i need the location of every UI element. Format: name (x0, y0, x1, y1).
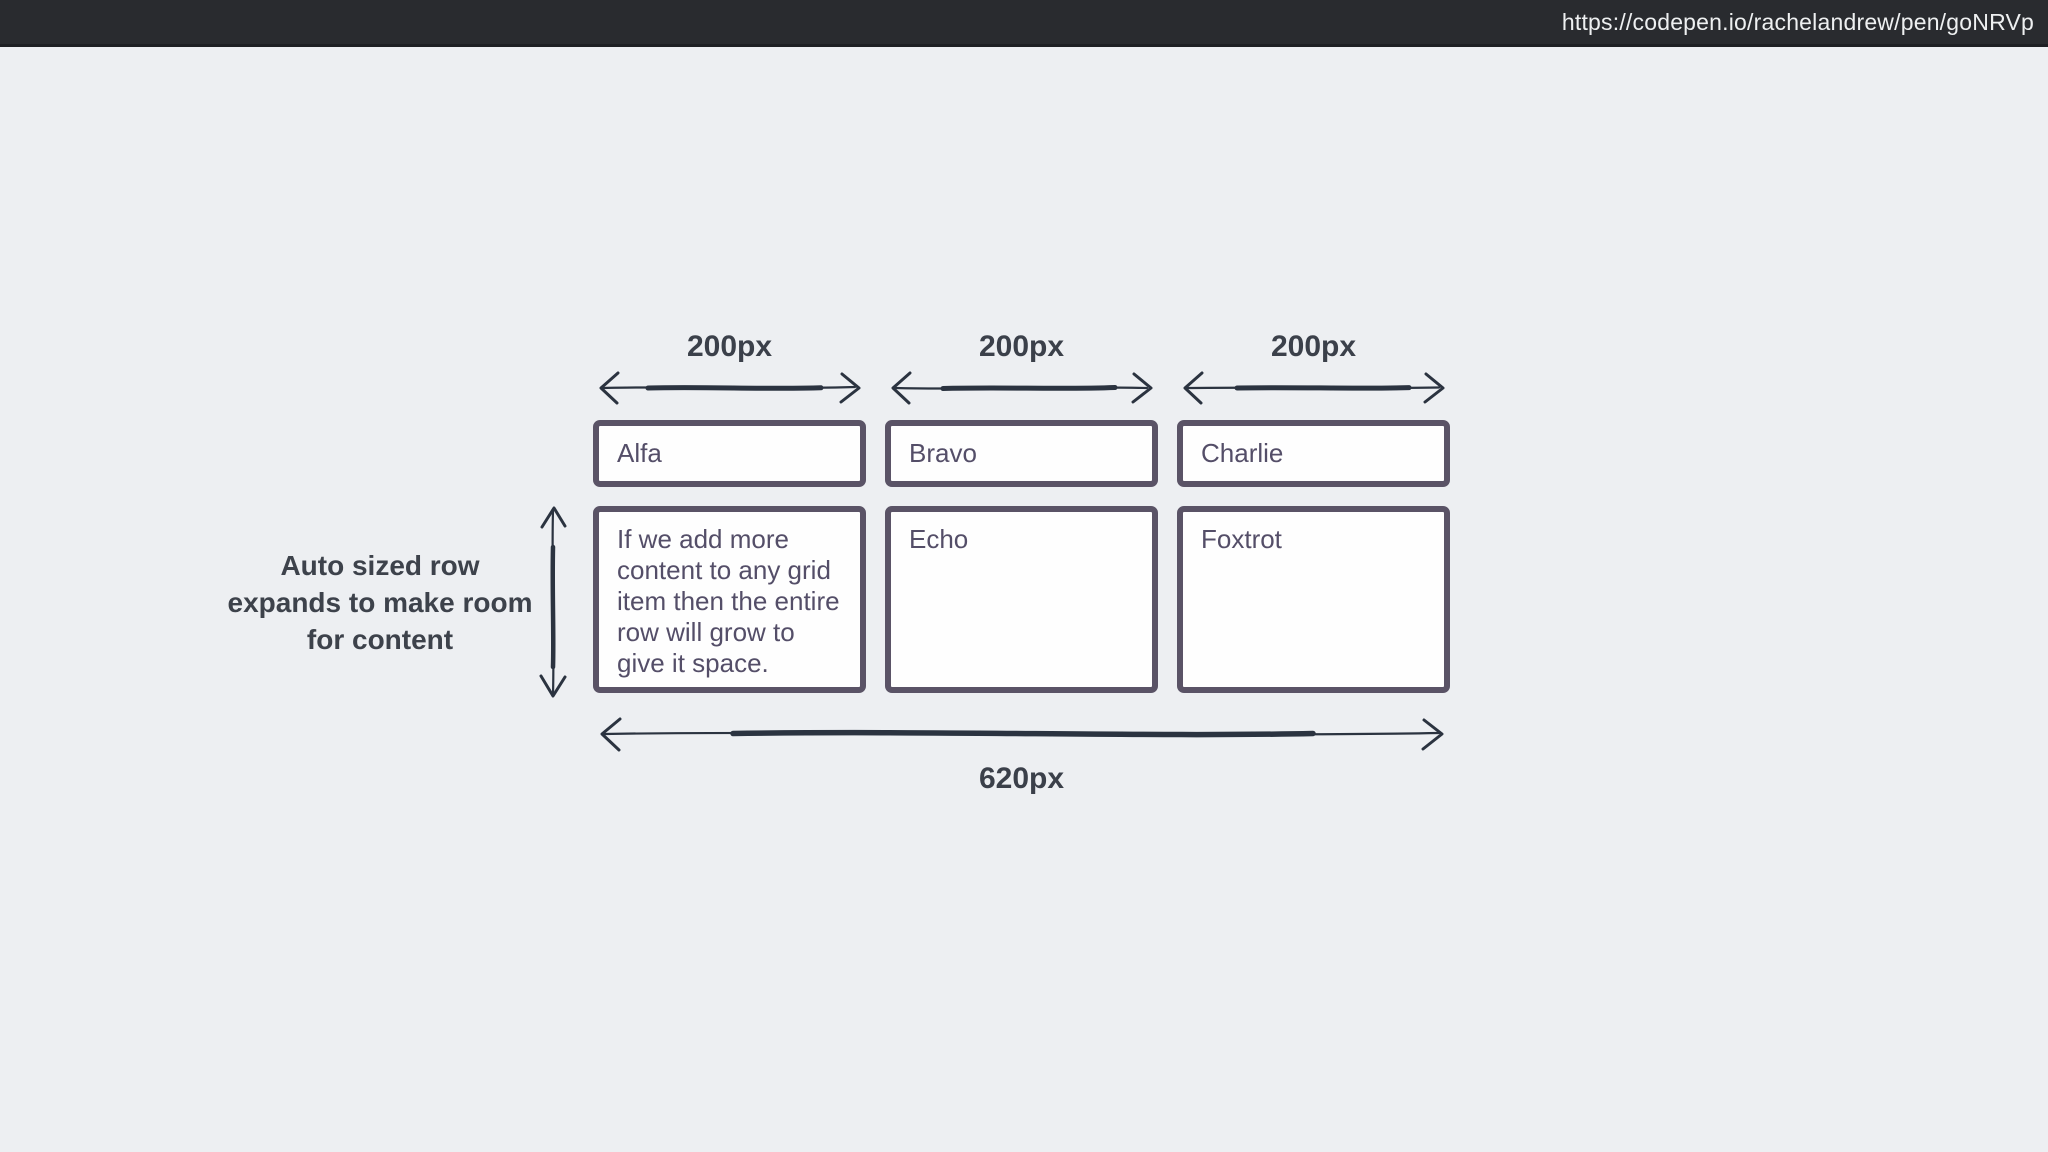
column1-width-label: 200px (686, 330, 773, 363)
column2-width-label: 200px (978, 330, 1065, 363)
column3-width-label: 200px (1270, 330, 1357, 363)
grid-item-alfa: Alfa (593, 420, 866, 487)
total-width-label: 620px (978, 762, 1065, 795)
grid-item-bravo: Bravo (885, 420, 1158, 487)
page-url: https://codepen.io/rachelandrew/pen/goNR… (1561, 8, 2034, 35)
column3-width-arrow-icon (1183, 371, 1445, 405)
total-width-arrow-icon (600, 717, 1444, 752)
column1-width-arrow-icon (599, 371, 861, 405)
grid-item-foxtrot: Foxtrot (1177, 506, 1450, 693)
column2-width-arrow-icon (891, 371, 1153, 405)
grid-item-long-content: If we add more content to any grid item … (593, 506, 866, 693)
grid-item-charlie: Charlie (1177, 420, 1450, 487)
row-height-arrow-icon (539, 506, 567, 698)
grid-item-echo: Echo (885, 506, 1158, 693)
auto-row-annotation: Auto sized row expands to make room for … (227, 550, 533, 655)
url-bar: https://codepen.io/rachelandrew/pen/goNR… (0, 0, 2048, 47)
